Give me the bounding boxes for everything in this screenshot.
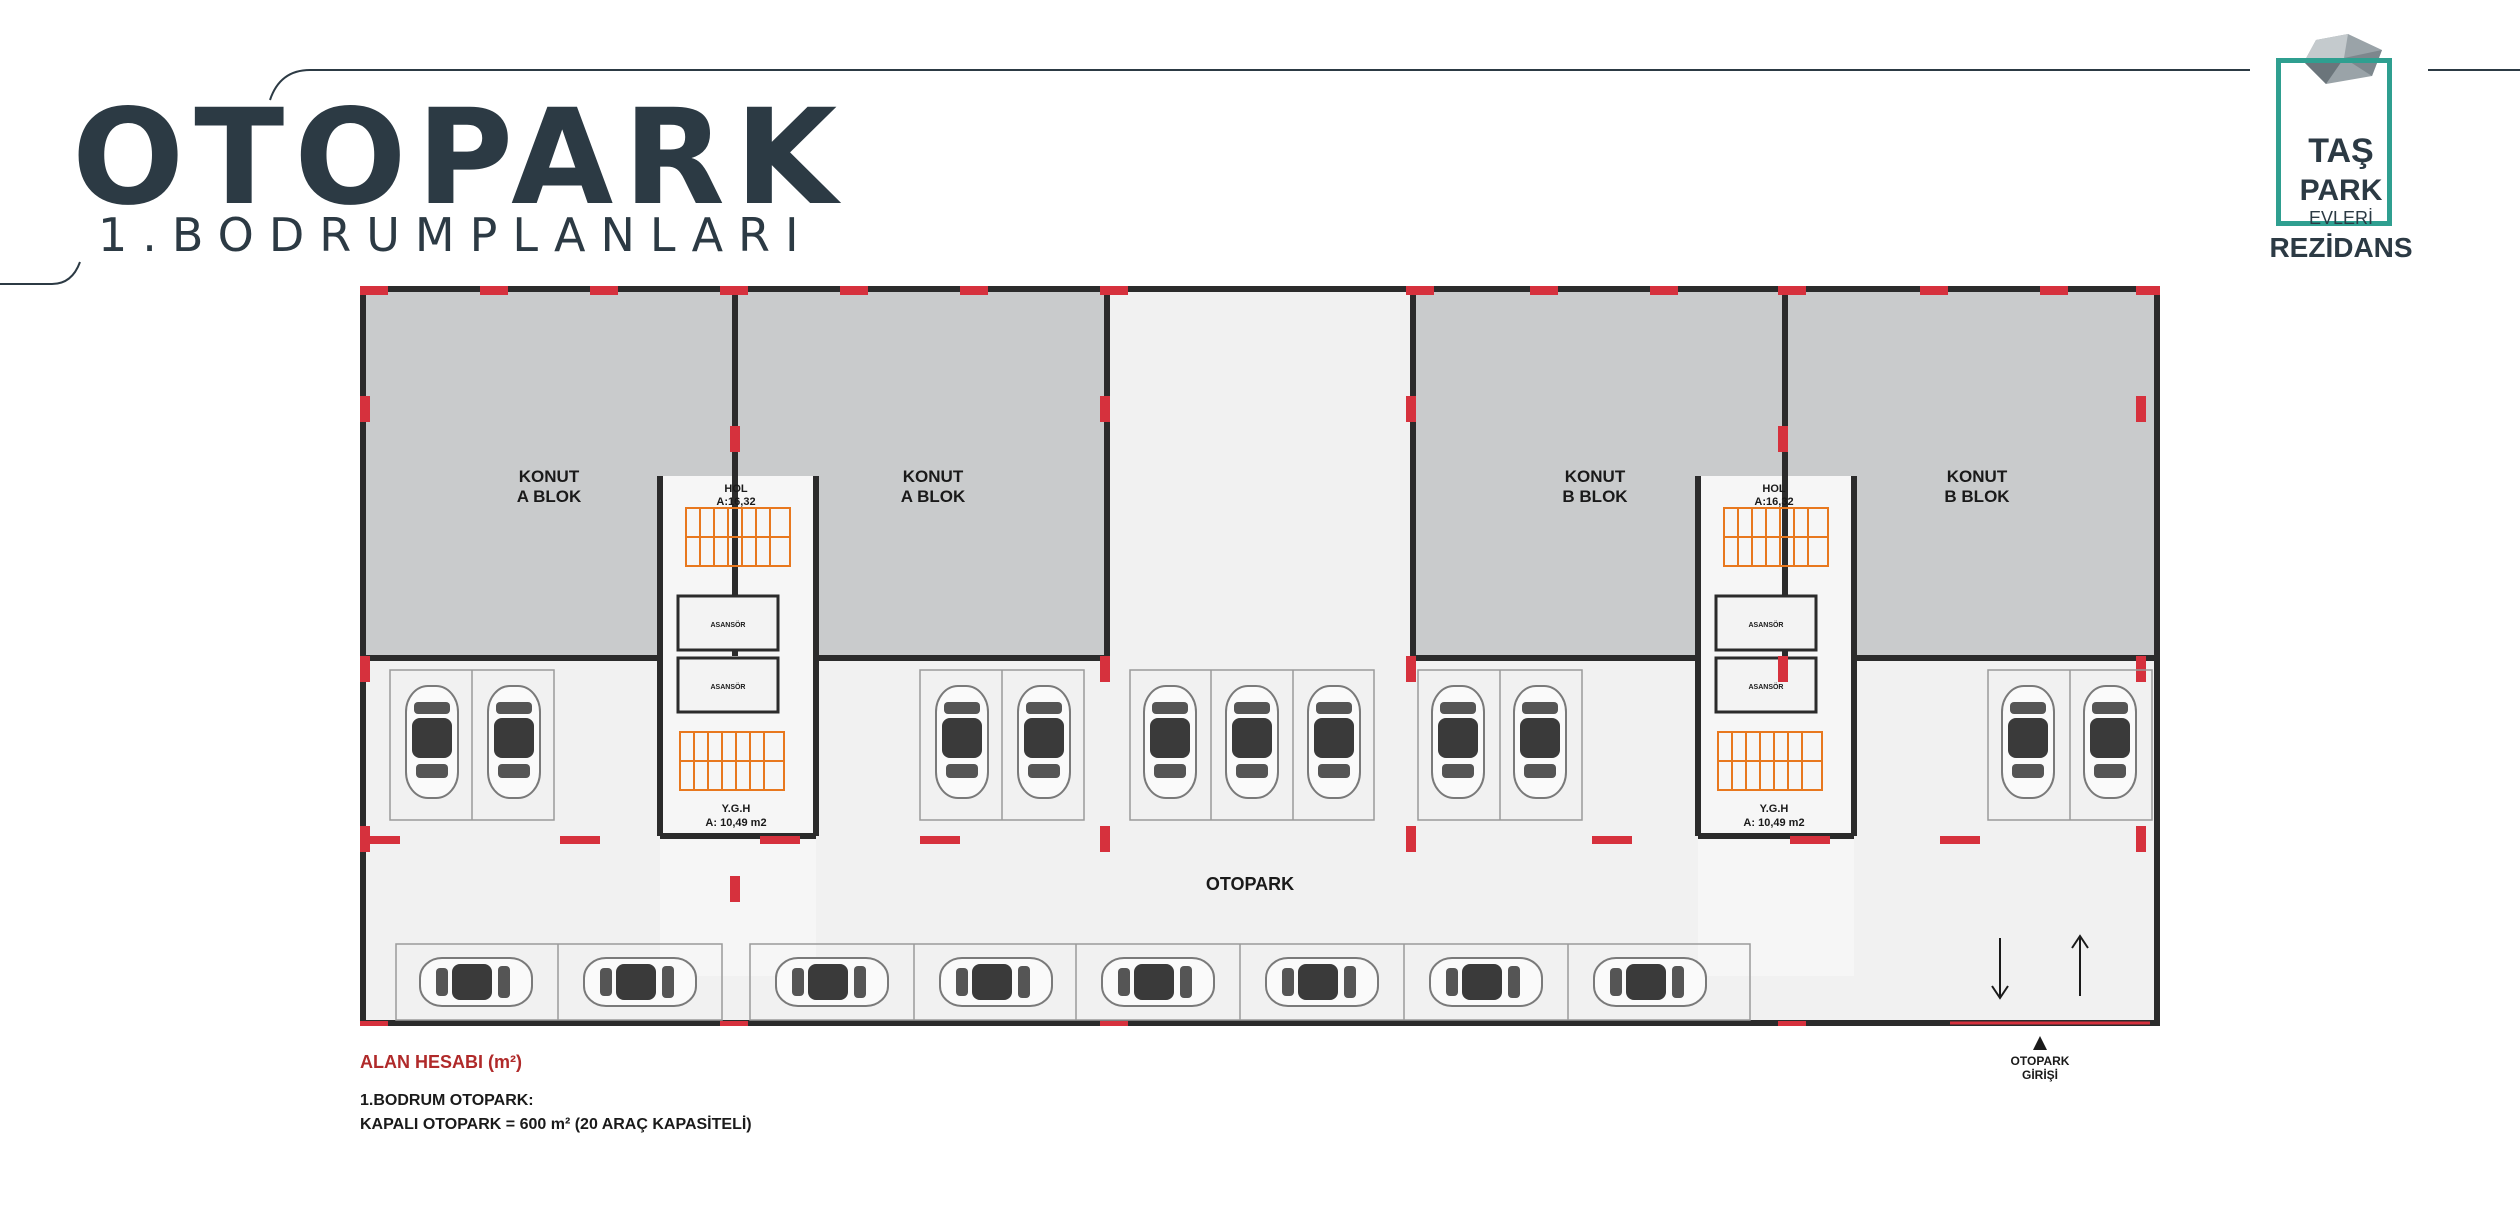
brand-logo: TAŞ PARK EVLERİ REZİDANS	[2266, 32, 2416, 272]
area-calc-title: ALAN HESABI (m²)	[360, 1052, 522, 1072]
column	[1100, 1021, 1128, 1026]
block-label-4: KONUT	[1947, 467, 2008, 486]
core-b-elevator-1: ASANSÖR	[1748, 620, 1783, 629]
core-a-hol-label: HOL	[724, 483, 748, 495]
core-b-hol-label: HOL	[1762, 483, 1786, 495]
page-title: OTOPARK	[72, 81, 848, 235]
core-a-hol-area: A:16,32	[716, 496, 755, 508]
walls	[360, 286, 2160, 1026]
block-label-3: KONUT	[1565, 467, 1626, 486]
elevators	[676, 594, 1818, 714]
block-sublabel-2: A BLOK	[901, 487, 966, 506]
area-calc-line2: KAPALI OTOPARK = 600 m² (20 ARAÇ KAPASİT…	[360, 1116, 752, 1133]
brand-line3: EVLERİ	[2308, 208, 2374, 228]
core-b-hol-area: A:16,32	[1754, 496, 1793, 508]
column	[1920, 286, 1948, 295]
column	[960, 286, 988, 295]
column	[1778, 286, 1806, 295]
parking-bays-horizontal	[395, 943, 1751, 1021]
column	[2136, 826, 2146, 852]
structural-columns	[360, 286, 2160, 1026]
column	[1940, 836, 1980, 844]
column	[360, 396, 370, 422]
area-calc-line1: 1.BODRUM OTOPARK:	[360, 1092, 534, 1109]
column	[720, 1021, 748, 1026]
core-b	[1698, 476, 1854, 976]
column	[360, 656, 370, 682]
brand-line1: TAŞ	[2308, 132, 2374, 170]
column	[590, 286, 618, 295]
core-b-elevator-2: ASANSÖR	[1748, 682, 1783, 691]
core-b-ygh-area: A: 10,49 m2	[1743, 817, 1804, 829]
column	[2136, 396, 2146, 422]
traffic-arrows	[1991, 934, 2089, 1000]
core-b-ygh-label: Y.G.H	[1760, 803, 1789, 815]
column	[720, 286, 748, 295]
block-label-2: KONUT	[903, 467, 964, 486]
parking-label: OTOPARK	[1206, 874, 1294, 894]
brand-line2: PARK	[2299, 174, 2383, 207]
column	[360, 836, 400, 844]
column	[1778, 1021, 1806, 1026]
column	[1790, 836, 1830, 844]
column	[1406, 286, 1434, 295]
column	[1100, 826, 1110, 852]
column	[730, 426, 740, 452]
column	[360, 1021, 388, 1026]
column	[480, 286, 508, 295]
column	[1100, 396, 1110, 422]
page-subtitle: 1.BODRUMPLANLARI	[98, 208, 814, 262]
parking-bays-vertical	[389, 669, 2153, 821]
column	[560, 836, 600, 844]
column	[1100, 286, 1128, 295]
entrance-label2: GİRİŞİ	[2021, 1068, 2058, 1082]
block-sublabel-3: B BLOK	[1562, 487, 1628, 506]
column	[1592, 836, 1632, 844]
column	[920, 836, 960, 844]
core-a-ygh-label: Y.G.H	[722, 803, 751, 815]
column	[1778, 426, 1788, 452]
column	[1778, 656, 1788, 682]
logo-frame	[2276, 58, 2392, 226]
column	[730, 876, 740, 902]
column	[1100, 656, 1110, 682]
column	[840, 286, 868, 295]
core-a-elevator-2: ASANSÖR	[710, 682, 745, 691]
core-a-ygh-area: A: 10,49 m2	[705, 817, 766, 829]
entrance-label1: OTOPARK	[2010, 1054, 2070, 1068]
column	[1406, 396, 1416, 422]
block-sublabel-1: A BLOK	[517, 487, 582, 506]
column	[1406, 656, 1416, 682]
column	[760, 836, 800, 844]
column	[1530, 286, 1558, 295]
column	[1650, 286, 1678, 295]
floor-plan: KONUT A BLOK KONUT A BLOK KONUT B BLOK K…	[360, 286, 2160, 1026]
column	[2136, 656, 2146, 682]
up-arrow-icon	[2033, 1036, 2047, 1050]
block-sublabel-4: B BLOK	[1944, 487, 2010, 506]
core-a-elevator-1: ASANSÖR	[710, 620, 745, 629]
brand-line4: REZİDANS	[2269, 232, 2413, 263]
column	[2040, 286, 2068, 295]
column	[360, 286, 388, 295]
block-label-1: KONUT	[519, 467, 580, 486]
column	[1406, 826, 1416, 852]
column	[2136, 286, 2160, 295]
parking-entrance: OTOPARK GİRİŞİ	[1980, 1036, 2100, 1082]
